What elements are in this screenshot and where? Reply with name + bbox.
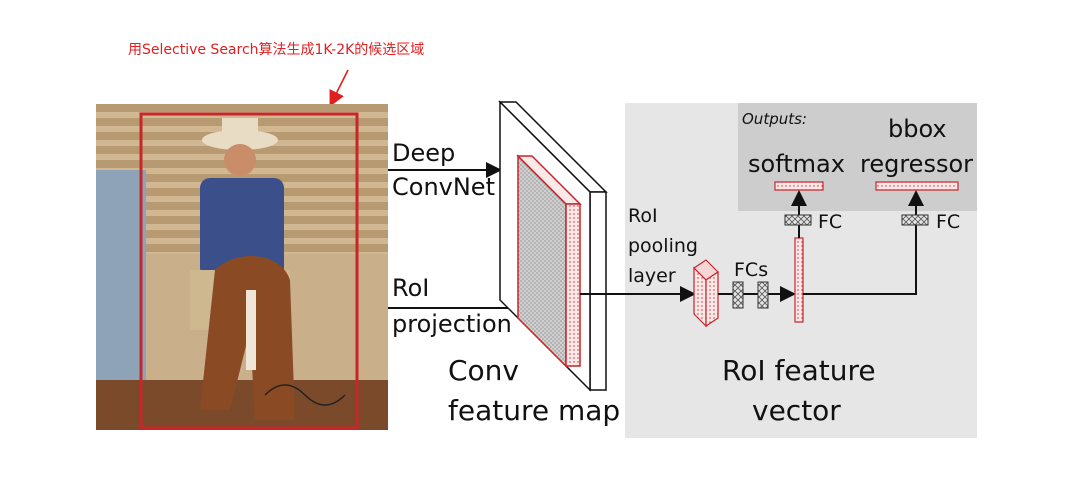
fc-bbox-label: FC	[936, 211, 960, 233]
projection-label: projection	[392, 310, 512, 338]
annotation-text: 用Selective Search算法生成1K-2K的候选区域	[128, 42, 424, 58]
convnet-label: ConvNet	[392, 173, 495, 201]
fc-softmax-block	[784, 214, 812, 226]
fc-block-2	[757, 281, 769, 309]
conv-label: Conv	[448, 354, 519, 387]
bottom-fade	[96, 438, 977, 444]
softmax-label: softmax	[748, 150, 845, 178]
vector-label: vector	[752, 394, 841, 427]
deep-label: Deep	[392, 139, 455, 167]
roi-feature-label: RoI feature	[722, 354, 876, 387]
fc-softmax-label: FC	[818, 211, 842, 233]
feature-map-label: feature map	[448, 394, 620, 427]
fc-block-1	[732, 281, 744, 309]
fc-bbox-block	[901, 214, 929, 226]
pooling-roi-label: RoI	[628, 205, 658, 227]
vector-to-bbox-line	[803, 190, 924, 295]
pooling-label: pooling	[628, 235, 698, 257]
annotation-arrow	[329, 69, 349, 107]
conv-feature-map	[498, 100, 608, 392]
regressor-label: regressor	[860, 150, 973, 178]
bbox-output-bar	[875, 181, 959, 191]
region-proposal-box	[139, 112, 359, 430]
roi-label: RoI	[392, 274, 429, 302]
bbox-label: bbox	[888, 115, 947, 143]
outputs-label: Outputs:	[742, 110, 807, 128]
roi-pooled-block	[693, 259, 719, 328]
pooling-layer-label: layer	[628, 265, 676, 287]
softmax-output-bar	[774, 181, 824, 191]
fcs-label: FCs	[734, 259, 768, 281]
roi-feature-vector-bar	[794, 237, 804, 323]
input-photo	[96, 104, 388, 430]
outputs-panel	[738, 103, 977, 211]
